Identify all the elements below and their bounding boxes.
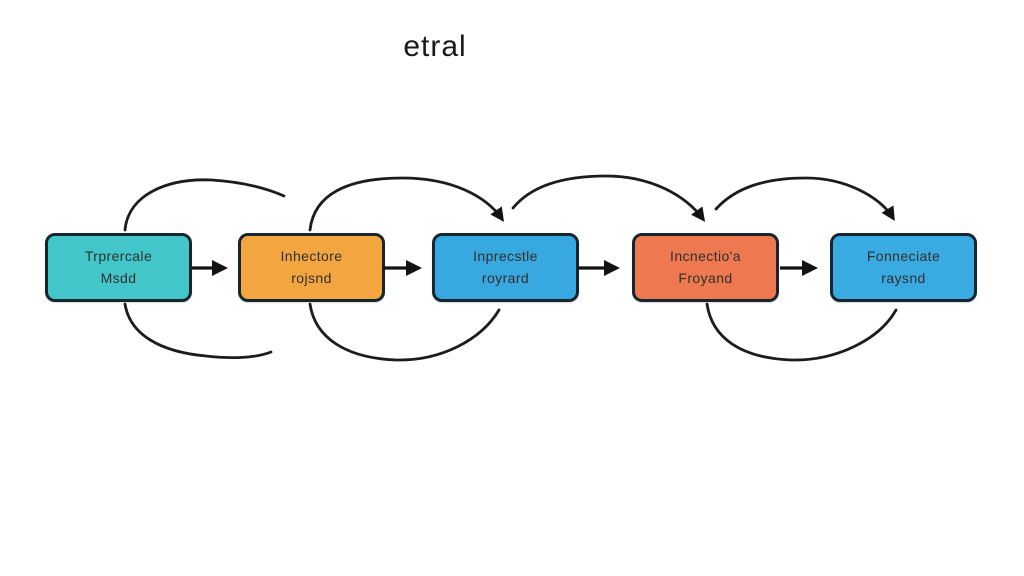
node-label-line1: Inprecstle [473,247,538,264]
node-label-line2: rojsnd [291,269,332,286]
node-label-line2: raysnd [881,269,926,286]
node-label-line2: Froyand [678,269,733,286]
bottom-return-arc-2 [308,302,501,362]
node-label-line1: Trprercale [84,247,153,264]
top-skip-arc-1 [123,178,286,232]
bottom-return-arc-3 [705,302,898,362]
flow-node-stage-4: Incnectio'a Froyand [632,233,779,302]
diagram-title: etral [403,30,467,63]
flow-node-stage-1: Trprercale Msdd [45,233,192,302]
node-label-line1: Inhectore [280,247,343,264]
node-label-line1: Fonneciate [866,247,941,264]
top-skip-arc-4 [714,176,895,221]
top-skip-arc-2 [308,176,505,232]
node-label-line1: Incnectio'a [670,247,741,264]
node-label-line2: royrard [481,269,530,286]
top-skip-arc-3 [511,174,706,222]
node-label-line2: Msdd [100,269,137,286]
flow-node-stage-3: Inprecstle royrard [432,233,579,302]
bottom-return-arc-1 [123,302,273,360]
flow-node-stage-2: Inhectore rojsnd [238,233,385,302]
flow-node-stage-5: Fonneciate raysnd [830,233,977,302]
